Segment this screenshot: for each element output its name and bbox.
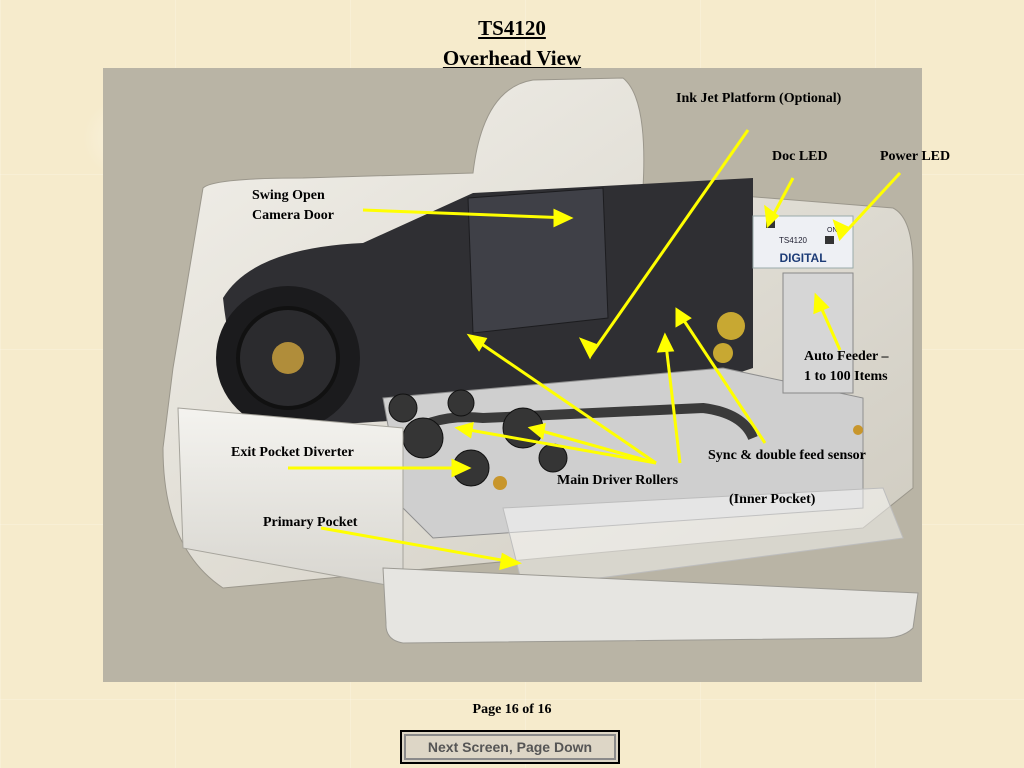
device-illustration: DIGITAL TS4120 ON bbox=[162, 77, 919, 644]
callout-auto-feeder-line2: 1 to 100 Items bbox=[804, 369, 888, 384]
device-model: TS4120 bbox=[779, 236, 808, 245]
device-photo: DIGITAL TS4120 ON bbox=[103, 68, 922, 682]
callout-inner-pocket: (Inner Pocket) bbox=[729, 492, 816, 507]
callout-arrows bbox=[288, 129, 902, 571]
arrow-power-led bbox=[838, 171, 902, 240]
callout-sync-double-feed-sensor: Sync & double feed sensor bbox=[708, 448, 866, 463]
callout-camera-door-line1: Swing Open bbox=[252, 188, 325, 203]
device-on-label: ON bbox=[827, 227, 838, 234]
page-title-line1: TS4120 bbox=[478, 16, 546, 40]
callout-main-driver-rollers: Main Driver Rollers bbox=[557, 473, 679, 488]
camera-door bbox=[467, 187, 609, 334]
arrow-sync-sensor bbox=[675, 309, 767, 444]
page-indicator: Page 16 of 16 bbox=[472, 702, 552, 717]
device-brand: DIGITAL bbox=[779, 251, 826, 265]
callout-doc-led: Doc LED bbox=[772, 149, 828, 164]
arrow-rollers-4 bbox=[663, 335, 682, 464]
callout-power-led: Power LED bbox=[880, 149, 951, 164]
callout-camera-door-line2: Camera Door bbox=[252, 208, 335, 223]
callout-exit-pocket-diverter: Exit Pocket Diverter bbox=[231, 445, 354, 460]
arrow-primary-pocket bbox=[320, 526, 519, 565]
front-tray bbox=[382, 567, 919, 644]
arrow-camera-door bbox=[362, 208, 571, 220]
page-title-line2: Overhead View bbox=[442, 46, 582, 70]
arrow-rollers-3 bbox=[530, 426, 657, 465]
arrow-ink-jet bbox=[588, 129, 750, 357]
arrow-rollers-2 bbox=[457, 426, 657, 465]
next-screen-button[interactable]: Next Screen, Page Down bbox=[400, 730, 620, 764]
callout-primary-pocket: Primary Pocket bbox=[263, 515, 358, 530]
rollers bbox=[388, 389, 568, 487]
next-screen-label: Next Screen, Page Down bbox=[427, 739, 593, 755]
callout-auto-feeder-line1: Auto Feeder – bbox=[804, 349, 889, 364]
callout-ink-jet-platform: Ink Jet Platform (Optional) bbox=[676, 91, 842, 106]
arrow-rollers-1 bbox=[469, 334, 657, 465]
auto-feeder bbox=[782, 272, 854, 394]
